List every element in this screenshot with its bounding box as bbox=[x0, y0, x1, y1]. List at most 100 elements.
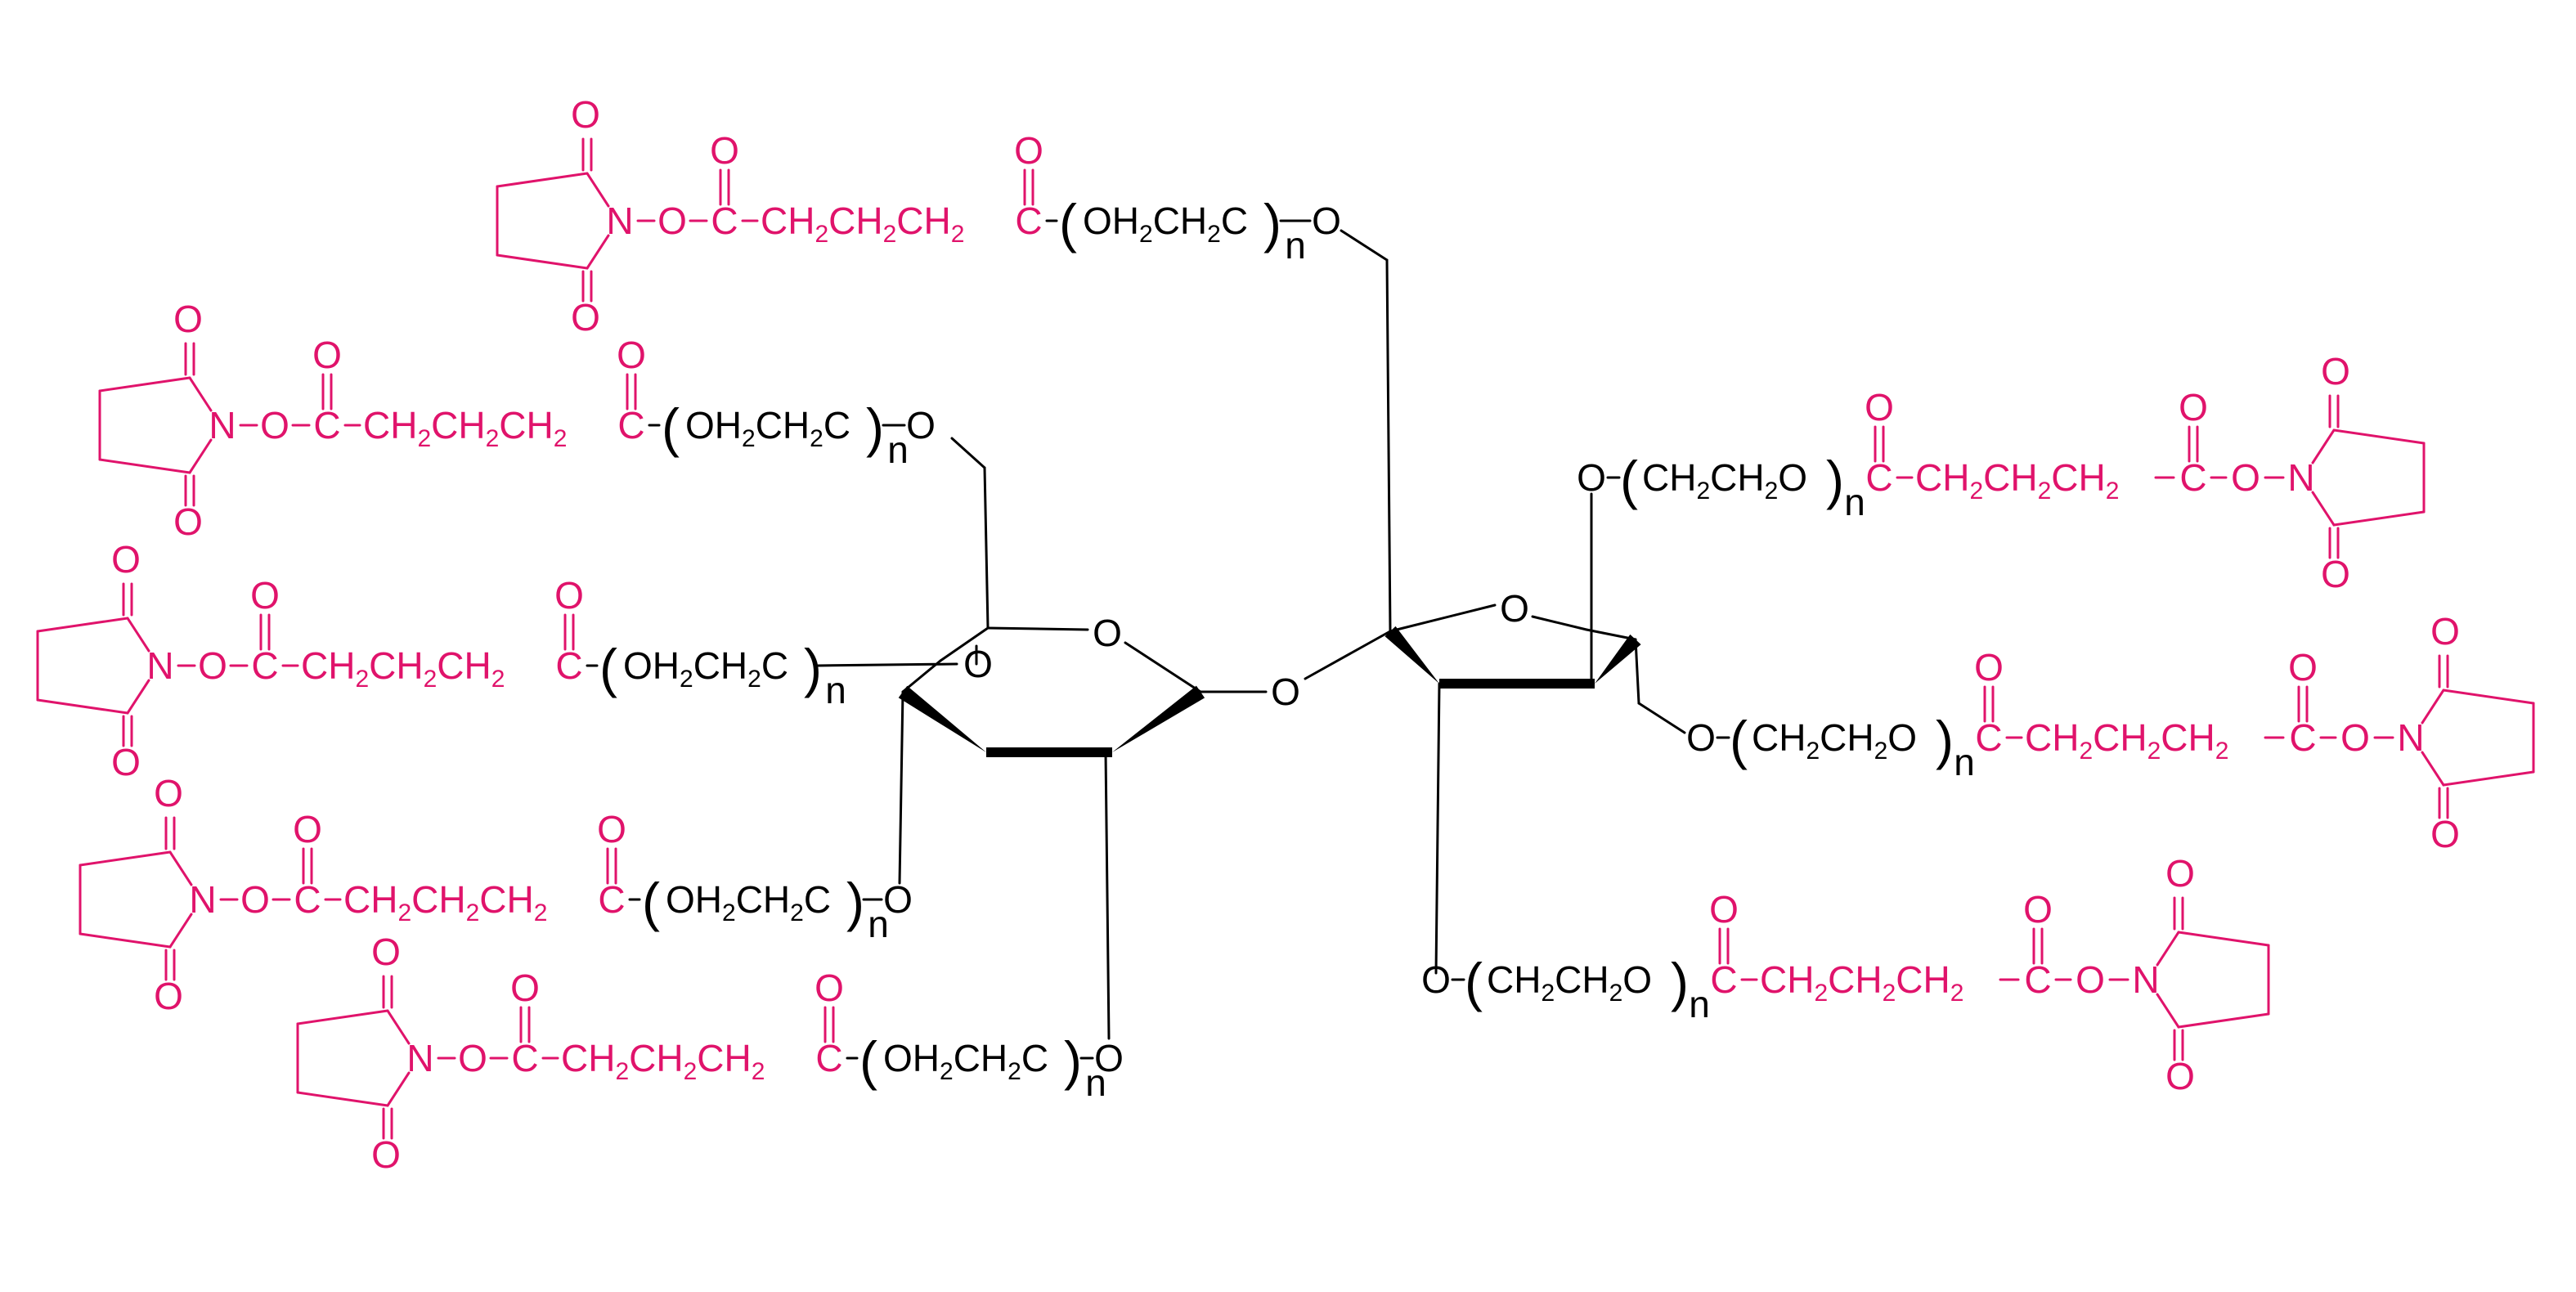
ring-oxygen: O bbox=[371, 1133, 401, 1176]
label-part: 2 bbox=[1696, 478, 1710, 505]
bond-line bbox=[1434, 682, 1441, 975]
label-part: CH bbox=[1820, 716, 1874, 759]
label-part: 2 bbox=[355, 666, 369, 693]
carbonyl-oxygen: O bbox=[815, 967, 844, 1009]
carbonyl-carbon: C bbox=[2024, 958, 2051, 1001]
ring-bond bbox=[496, 172, 589, 188]
label-part: 2 bbox=[1883, 980, 1896, 1007]
wedge-bond bbox=[898, 685, 986, 752]
bond-line bbox=[1385, 258, 1392, 633]
bracket: ( bbox=[1059, 193, 1077, 253]
carbonyl-oxygen: O bbox=[1974, 646, 2004, 689]
carbonyl-carbon: C bbox=[2289, 716, 2316, 759]
wedge-bond bbox=[1595, 634, 1641, 684]
ring-bond bbox=[939, 626, 990, 662]
ring-oxygen: O bbox=[173, 298, 203, 340]
ring-oxygen: O bbox=[173, 500, 203, 543]
butyl-linker: CH2CH2CH2 bbox=[1760, 958, 1963, 1007]
bracket: ( bbox=[662, 397, 680, 458]
label-part: 2 bbox=[1969, 478, 1983, 505]
label-part: CH bbox=[1555, 958, 1609, 1001]
label-part: 2 bbox=[1207, 221, 1221, 248]
label-part: 2 bbox=[1139, 221, 1153, 248]
nhs-nitrogen: N bbox=[2287, 456, 2314, 499]
ether-oxygen: O bbox=[1094, 1037, 1124, 1079]
ether-oxygen: O bbox=[906, 404, 936, 446]
ring-bond bbox=[2311, 428, 2336, 464]
carbonyl-oxygen: O bbox=[1865, 386, 1894, 428]
carbonyl-carbon: C bbox=[598, 878, 625, 921]
label-part: 2 bbox=[1765, 478, 1779, 505]
carbonyl-carbon: C bbox=[511, 1037, 538, 1079]
carbonyl-oxygen: O bbox=[250, 574, 280, 617]
ring-oxygen: O bbox=[2165, 1055, 2195, 1097]
ring-bond bbox=[79, 850, 172, 867]
ring-bond bbox=[168, 850, 193, 886]
bracket: ( bbox=[1620, 450, 1638, 510]
butyl-linker: CH2CH2CH2 bbox=[561, 1037, 765, 1085]
label-part: 2 bbox=[680, 666, 693, 693]
label-part: OH bbox=[1083, 200, 1139, 242]
label-part: CH bbox=[437, 644, 491, 687]
label-part: 2 bbox=[2106, 478, 2120, 505]
ring-bond bbox=[296, 1009, 389, 1025]
ring-bond bbox=[79, 932, 172, 949]
label-part: O bbox=[1887, 716, 1917, 759]
label-part: CH bbox=[629, 1037, 683, 1079]
label-part: CH bbox=[1153, 200, 1207, 242]
repeat-n-label: n bbox=[825, 669, 846, 711]
carbonyl-carbon: C bbox=[251, 644, 278, 687]
bond-line bbox=[1304, 630, 1392, 680]
label-part: CH bbox=[1915, 456, 1969, 499]
carbonyl-oxygen: O bbox=[2023, 888, 2053, 931]
bond-line bbox=[898, 690, 904, 885]
label-part: CH bbox=[1896, 958, 1950, 1001]
carbonyl-oxygen: O bbox=[1709, 888, 1739, 931]
bracket: ) bbox=[1671, 952, 1689, 1012]
repeat-n-label: n bbox=[1285, 224, 1306, 267]
bond-line bbox=[1340, 229, 1389, 262]
label-part: C bbox=[804, 878, 831, 921]
label-part: CH bbox=[479, 878, 533, 921]
ester-oxygen: O bbox=[458, 1037, 487, 1079]
repeat-n-label: n bbox=[868, 903, 889, 945]
carbonyl-oxygen: O bbox=[554, 574, 584, 617]
carbonyl-carbon: C bbox=[815, 1037, 842, 1079]
label-part: C bbox=[1021, 1037, 1048, 1079]
label-part: CH bbox=[1642, 456, 1696, 499]
ring-bond bbox=[2156, 993, 2180, 1029]
ester-oxygen: O bbox=[260, 404, 289, 446]
label-part: CH bbox=[761, 200, 815, 242]
bracket: ) bbox=[1064, 1030, 1082, 1091]
bracket: ( bbox=[599, 638, 617, 698]
repeat-n-label: n bbox=[1844, 481, 1865, 523]
carbonyl-oxygen: O bbox=[293, 808, 322, 850]
nhs-nitrogen: N bbox=[406, 1037, 433, 1079]
nhs-nitrogen: N bbox=[189, 878, 216, 921]
ring-bond bbox=[2311, 491, 2336, 527]
label-part: CH bbox=[736, 878, 790, 921]
ester-oxygen: O bbox=[2231, 456, 2260, 499]
peg-repeat: CH2CH2O bbox=[1752, 716, 1917, 765]
label-part: C bbox=[1221, 200, 1248, 242]
label-part: CH bbox=[1828, 958, 1882, 1001]
ring-bond bbox=[296, 1091, 389, 1107]
nhs-nitrogen: N bbox=[209, 404, 236, 446]
ring-bond bbox=[1124, 641, 1202, 693]
label-part: 2 bbox=[940, 1058, 954, 1085]
bracket: ( bbox=[1730, 710, 1748, 770]
repeat-n-label: n bbox=[1085, 1061, 1106, 1104]
ring-bond bbox=[1585, 628, 1637, 641]
ring-bond bbox=[496, 253, 589, 270]
label-part: CH bbox=[697, 1037, 751, 1079]
ring-bond bbox=[168, 913, 193, 949]
wedge-bond bbox=[1112, 685, 1205, 752]
label-part: 2 bbox=[815, 221, 828, 248]
carbonyl-carbon: C bbox=[1975, 716, 2002, 759]
ether-oxygen: O bbox=[1312, 200, 1341, 242]
ring-bond bbox=[386, 1071, 411, 1107]
label-part: 2 bbox=[1008, 1058, 1021, 1085]
carbonyl-carbon: C bbox=[1865, 456, 1892, 499]
bracket: ) bbox=[1263, 193, 1281, 253]
